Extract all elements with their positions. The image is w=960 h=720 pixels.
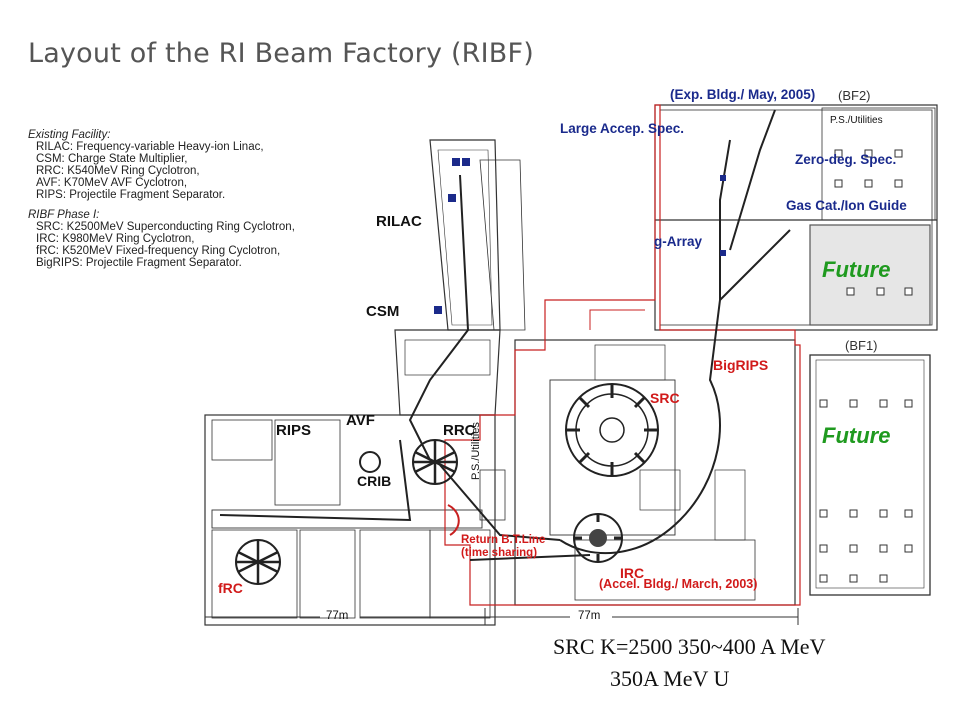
legend-item: RRC: K540MeV Ring Cyclotron, xyxy=(36,164,200,177)
avf-label: AVF xyxy=(346,412,375,429)
legend-item: fRC: K520MeV Fixed-frequency Ring Cyclot… xyxy=(36,245,281,258)
accel-bldg-label: (Accel. Bldg./ March, 2003) xyxy=(599,577,758,591)
legend-item: IRC: K980MeV Ring Cyclotron, xyxy=(36,233,195,246)
rips-label: RIPS xyxy=(276,422,312,439)
page-title: Layout of the RI Beam Factory (RIBF) xyxy=(28,38,534,69)
legend-phase-header: RIBF Phase I: xyxy=(28,209,100,222)
rilac-building xyxy=(429,139,501,331)
future-label-bf1: Future xyxy=(822,423,891,448)
rrc-cyclotron xyxy=(412,439,458,485)
irc-label: IRC xyxy=(620,565,645,581)
frc-label: fRC xyxy=(218,580,243,596)
dimension-77m-right: 77m xyxy=(578,610,601,622)
avf-cyclotron xyxy=(359,451,381,473)
src-label: SRC xyxy=(650,390,680,406)
crib-label: CRIB xyxy=(357,473,392,489)
src-cyclotron xyxy=(565,383,659,477)
csm-label: CSM xyxy=(366,303,400,320)
rilac-beamline xyxy=(408,174,470,461)
exp-bldg-label: (Exp. Bldg./ May, 2005) xyxy=(670,87,816,102)
bf1-label: (BF1) xyxy=(845,338,878,353)
large-accep-spec-label: Large Accep. Spec. xyxy=(560,121,685,136)
ps-utilities-mid-label: P.S./Utilities xyxy=(470,422,482,480)
rilac-label: RILAC xyxy=(376,213,422,230)
future-label-bf2: Future xyxy=(822,257,891,282)
legend: Existing Facility: RILAC: Frequency-vari… xyxy=(28,129,295,270)
legend-item: BigRIPS: Projectile Fragment Separator. xyxy=(36,257,242,270)
rrc-label: RRC xyxy=(443,422,476,439)
gas-cat-ion-guide-label: Gas Cat./Ion Guide xyxy=(786,198,907,213)
legend-item: RIPS: Projectile Fragment Separator. xyxy=(36,188,226,201)
time-sharing-label: (time sharing) xyxy=(461,547,538,559)
legend-item: AVF: K70MeV AVF Cyclotron, xyxy=(36,176,188,189)
bf2-label: (BF2) xyxy=(838,88,871,103)
frc-cyclotron xyxy=(235,539,281,585)
caption-line-1: SRC K=2500 350~400 A MeV xyxy=(553,634,826,659)
g-array-label: g-Array xyxy=(654,234,703,249)
legend-existing-header: Existing Facility: xyxy=(28,129,111,141)
bigrips-label: BigRIPS xyxy=(713,357,769,373)
legend-item: RILAC: Frequency-variable Heavy-ion Lina… xyxy=(36,140,264,153)
caption-line-2: 350A MeV U xyxy=(610,666,730,691)
ps-utilities-top-label: P.S./Utilities xyxy=(830,115,883,126)
csm-building xyxy=(394,329,501,416)
dimension-77m-left: 77m xyxy=(326,610,349,622)
bigrips-beamline xyxy=(559,229,791,555)
irc-cyclotron xyxy=(573,513,623,563)
legend-item: CSM: Charge State Multiplier, xyxy=(36,152,188,165)
zero-deg-spec-label: Zero-deg. Spec. xyxy=(795,152,897,167)
bf1-hall xyxy=(809,354,931,596)
return-line-label: Return B.T.Line xyxy=(461,534,546,546)
legend-item: SRC: K2500MeV Superconducting Ring Cyclo… xyxy=(36,221,295,234)
